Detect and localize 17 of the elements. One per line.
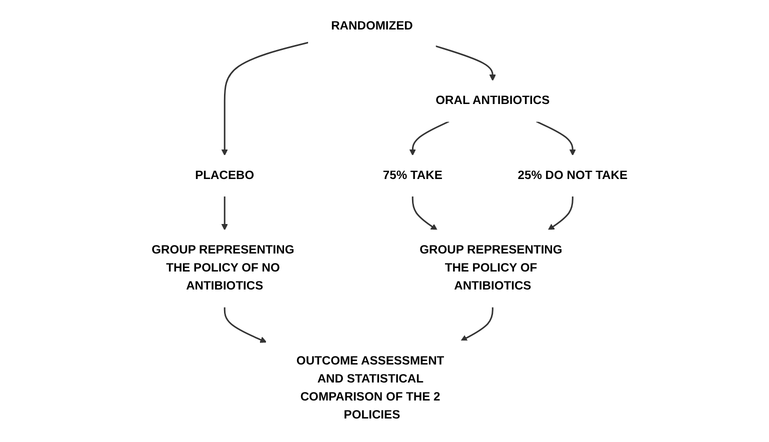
- arrow: [435, 45, 496, 81]
- arrow: [221, 196, 228, 230]
- node-text: 25% DO NOT TAKE: [518, 168, 628, 182]
- node-text: 75% TAKE: [382, 168, 442, 182]
- arrow: [409, 120, 450, 156]
- node-text: GROUP REPRESENTING THE POLICY OF NO ANTIBIOTICS: [152, 244, 294, 293]
- node-text: ORAL ANTIBIOTICS: [436, 94, 550, 108]
- node-text: PLACEBO: [195, 168, 254, 182]
- node-text: RANDOMIZED: [330, 20, 413, 32]
- node-text: GROUP REPRESENTING THE POLICY OF ANTIBIOTICS: [420, 244, 562, 293]
- arrow: [460, 306, 494, 342]
- arrow: [221, 42, 309, 156]
- arrow: [548, 196, 574, 230]
- node-text: OUTCOME ASSESSMENT AND STATISTICAL COMPARISON OF THE 2 POLICIES: [296, 354, 444, 422]
- arrow: [224, 306, 267, 343]
- arrow: [412, 196, 438, 230]
- arrow: [536, 120, 576, 156]
